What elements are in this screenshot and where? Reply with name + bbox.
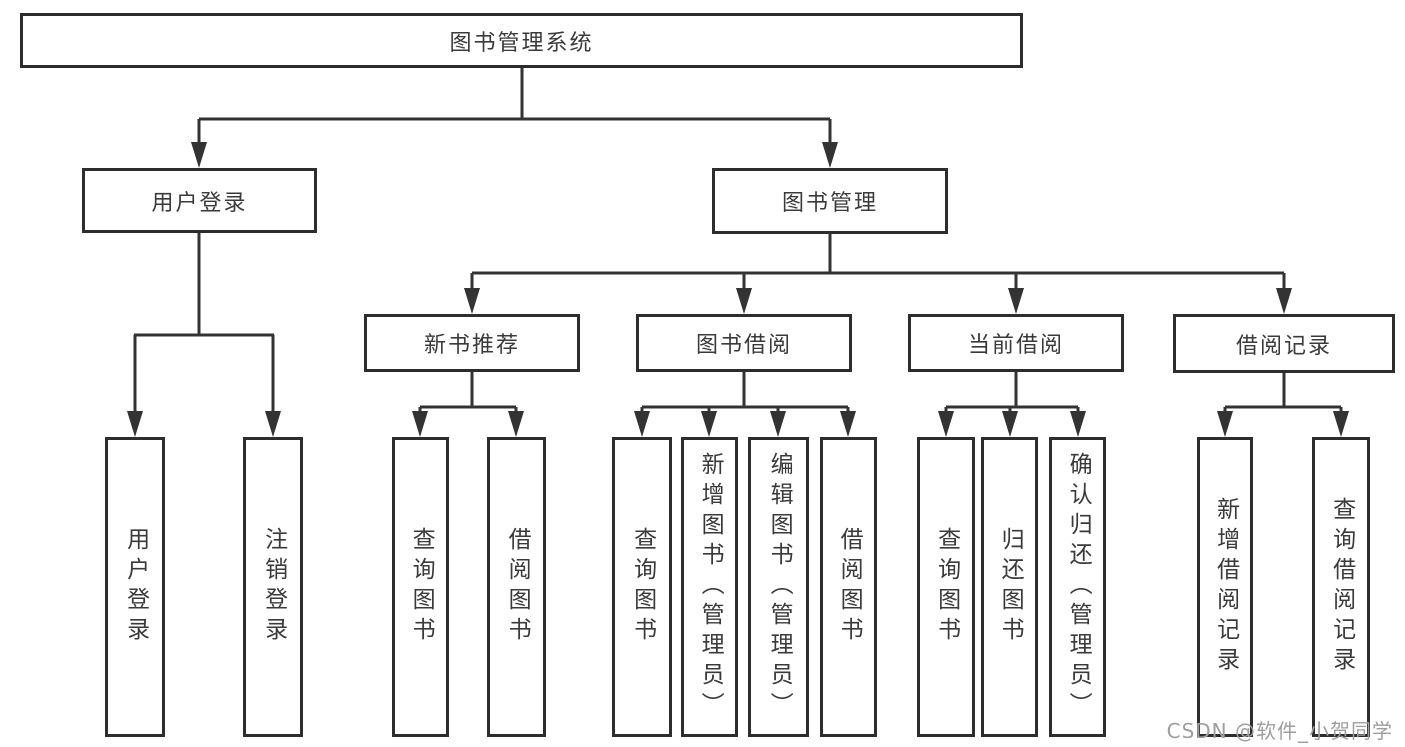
node-label: 当前借阅 (967, 333, 1064, 358)
node-label: 查询图书 (629, 527, 656, 647)
node-label: 借阅记录 (1235, 333, 1332, 359)
leaf-edit-book-admin: 编辑图书（管理员） (748, 437, 809, 737)
node-label: 编辑图书（管理员） (766, 452, 793, 722)
node-label: 查询图书 (408, 527, 435, 647)
node-user-login: 用户登录 (82, 168, 317, 233)
node-label: 新书推荐 (423, 333, 520, 358)
node-label: 确认归还（管理员） (1065, 452, 1092, 722)
node-book-borrowing: 图书借阅 (636, 314, 852, 372)
node-label: 新增图书（管理员） (697, 452, 724, 722)
node-book-management: 图书管理 (712, 168, 948, 234)
node-label: 新增借阅记录 (1212, 497, 1239, 677)
node-label: 归还图书 (997, 527, 1024, 647)
node-label: 用户登录 (122, 527, 149, 647)
node-label: 借阅图书 (836, 527, 863, 647)
node-library-management-system: 图书管理系统 (20, 13, 1023, 68)
node-label: 查询图书 (933, 527, 960, 647)
node-current-borrowing: 当前借阅 (908, 314, 1124, 372)
leaf-user-login: 用户登录 (105, 437, 165, 737)
leaf-borrow-book: 借阅图书 (820, 437, 877, 737)
node-borrowing-records: 借阅记录 (1173, 314, 1395, 373)
node-label: 用户登录 (151, 190, 248, 216)
node-label: 图书借阅 (695, 333, 792, 358)
node-label: 借阅图书 (504, 527, 531, 647)
leaf-query-book: 查询图书 (917, 437, 975, 737)
node-label: 注销登录 (260, 527, 287, 647)
leaf-logout: 注销登录 (243, 437, 303, 737)
node-label: 图书管理系统 (449, 30, 594, 56)
leaf-query-book: 查询图书 (612, 437, 672, 737)
node-label: 查询借阅记录 (1328, 497, 1355, 677)
leaf-query-borrow-record: 查询借阅记录 (1312, 437, 1370, 737)
leaf-borrow-book: 借阅图书 (487, 437, 546, 737)
watermark: CSDN @软件_小贺同学 (1166, 719, 1393, 743)
leaf-add-book-admin: 新增图书（管理员） (681, 437, 738, 737)
leaf-confirm-return-admin: 确认归还（管理员） (1049, 437, 1106, 737)
node-new-book-recommendation: 新书推荐 (364, 314, 580, 372)
leaf-query-book: 查询图书 (392, 437, 449, 737)
node-label: 图书管理 (781, 191, 878, 216)
leaf-return-book: 归还图书 (981, 437, 1038, 737)
leaf-add-borrow-record: 新增借阅记录 (1197, 437, 1253, 737)
